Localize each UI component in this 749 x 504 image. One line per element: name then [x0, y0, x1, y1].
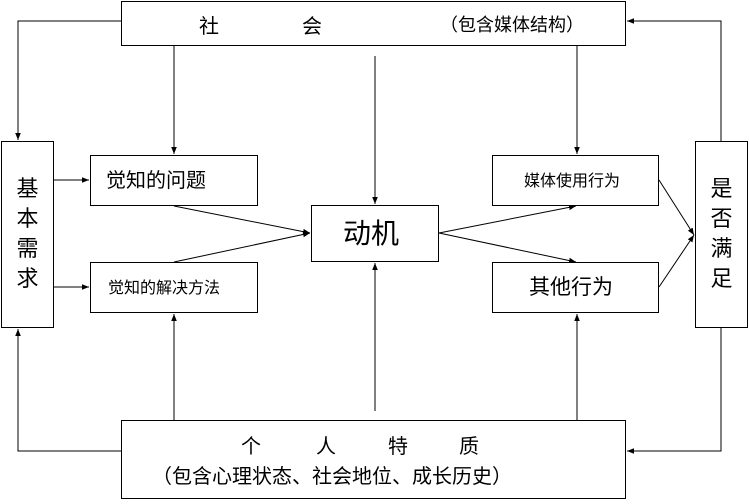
edge-satisfied-to-society: [627, 18, 722, 141]
society-note: （包含媒体结构）: [440, 15, 584, 36]
edge-problem-to-motive: [173, 205, 311, 235]
media-use-label: 媒体使用行为: [524, 171, 621, 190]
edge-motive-to-media: [438, 204, 577, 234]
individual-label-2: 人: [316, 434, 336, 458]
motive-node: 动机: [311, 205, 439, 262]
perceived-solution-node: 觉知的解决方法: [90, 262, 258, 313]
satisfied-node: 是 否 满 足: [695, 141, 748, 328]
basic-needs-node: 基 本 需 求: [1, 141, 54, 328]
satisfied-char: 足: [710, 267, 733, 292]
society-label-1: 社: [199, 14, 219, 38]
edge-society-to-needs: [15, 20, 121, 140]
basic-needs-char: 需: [16, 237, 39, 262]
basic-needs-char: 本: [16, 207, 39, 232]
individual-label-3: 特: [388, 434, 408, 458]
society-node: 社 会 （包含媒体结构）: [121, 1, 626, 46]
basic-needs-char: 求: [16, 267, 39, 292]
edge-other-to-satisfied: [658, 234, 695, 288]
perceived-solution-label: 觉知的解决方法: [108, 278, 221, 297]
media-use-node: 媒体使用行为: [492, 155, 659, 206]
edge-individual-to-needs: [15, 329, 121, 452]
basic-needs-char: 基: [16, 177, 39, 202]
individual-label-1: 个: [241, 434, 261, 458]
edge-satisfied-to-individual: [627, 328, 722, 454]
motive-label: 动机: [343, 217, 400, 250]
satisfied-char: 否: [710, 207, 733, 232]
society-label-2: 会: [302, 14, 322, 38]
edge-solution-to-motive: [173, 231, 311, 263]
satisfied-char: 是: [710, 177, 733, 202]
edge-motive-to-other: [438, 232, 577, 264]
perceived-problem-label: 觉知的问题: [106, 168, 206, 192]
individual-note: （包含心理状态、社会地位、成长历史）: [152, 464, 512, 488]
individual-traits-node: 个 人 特 质 （包含心理状态、社会地位、成长历史）: [121, 420, 626, 499]
individual-label-4: 质: [459, 434, 479, 458]
satisfied-char: 满: [710, 237, 733, 262]
other-behavior-label: 其他行为: [529, 275, 613, 299]
edge-media-to-satisfied: [658, 179, 695, 236]
perceived-problem-node: 觉知的问题: [90, 155, 258, 206]
other-behavior-node: 其他行为: [492, 262, 659, 313]
